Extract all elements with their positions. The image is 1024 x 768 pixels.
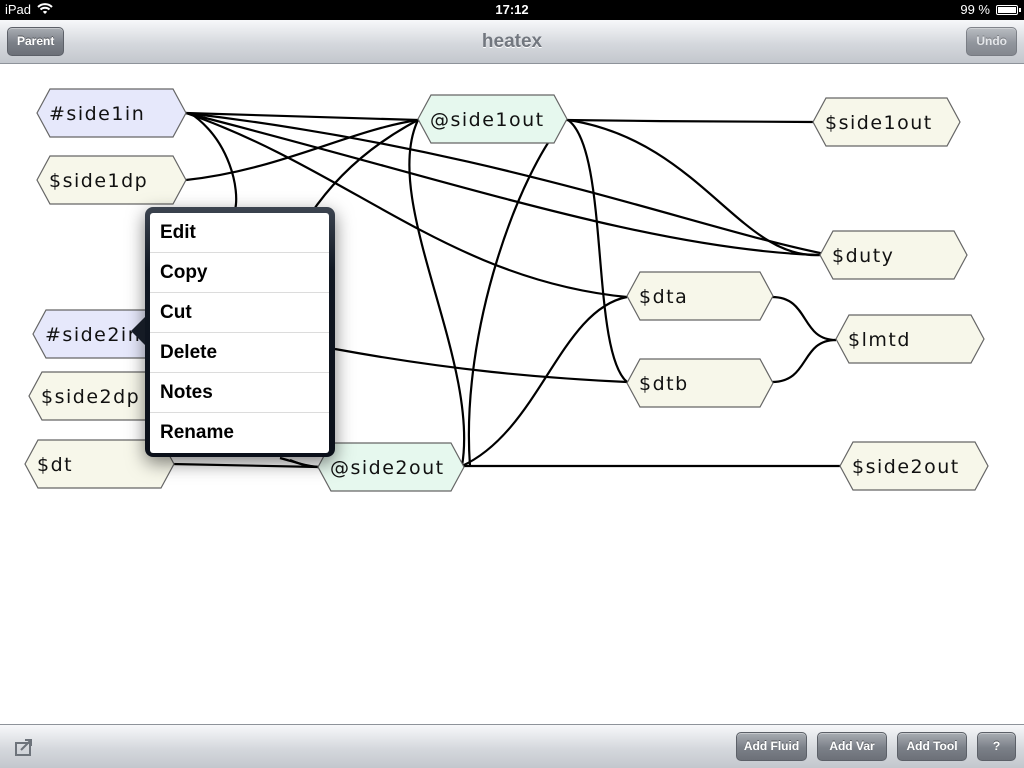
graph-node-side1in[interactable]: #side1in	[36, 88, 187, 138]
menu-item-rename[interactable]: Rename	[160, 422, 234, 443]
node-label: $dtb	[639, 373, 689, 395]
node-label: $side2out	[852, 456, 960, 478]
edge-dtb-lmtd	[771, 338, 837, 384]
edge-side1out-at-side2out-at-2	[467, 119, 566, 467]
graph-edges	[171, 111, 840, 469]
graph-svg: #side1in $side1dp #side2in $side2dp $dt @side…	[24, 88, 989, 492]
graph-node-side2in[interactable]: #side2in	[32, 309, 183, 359]
node-label: $side1out	[825, 112, 933, 134]
edge-side1in-duty	[185, 111, 821, 257]
edge-dt-side2out-at	[171, 462, 319, 469]
node-label: @side1out	[430, 109, 545, 131]
node-label: @side2out	[330, 457, 445, 479]
edge-side1out-at-duty	[567, 118, 821, 257]
graph-nodes: #side1in $side1dp #side2in $side2dp $dt @side…	[24, 88, 989, 492]
battery-fill	[998, 7, 1016, 13]
carrier-label: iPad	[5, 2, 32, 17]
node-label: $dta	[639, 286, 688, 308]
page-title: heatex	[481, 31, 543, 52]
graph-node-dtb[interactable]: $dtb	[626, 358, 774, 408]
graph-node-at-side2out[interactable]: @side2out	[317, 442, 465, 492]
graph-canvas[interactable]: #side1in $side1dp #side2in $side2dp $dt @side…	[0, 64, 1024, 724]
add-fluid-button[interactable]: Add Fluid	[736, 732, 807, 761]
context-menu: Edit Copy Cut Delete Notes Rename	[150, 213, 329, 453]
parent-button[interactable]: Parent	[7, 27, 65, 56]
node-label: $dt	[37, 454, 73, 476]
node-label: $lmtd	[848, 329, 911, 351]
undo-button[interactable]: Undo	[966, 27, 1017, 56]
node-shape	[626, 358, 774, 408]
node-label: $side2dp	[41, 386, 140, 408]
edge-side1out-at-dtb	[567, 119, 628, 383]
graph-node-dta[interactable]: $dta	[626, 271, 774, 321]
edge-side1dp-side1out-at	[185, 118, 419, 182]
bottom-toolbar: Add Fluid Add Var Add Tool ?	[0, 724, 1024, 768]
navigation-bar: heatex Parent Undo	[0, 20, 1024, 64]
graph-node-side1out[interactable]: $side1out	[812, 97, 961, 147]
edge-side1out-at-side2out-at	[408, 119, 466, 467]
graph-node-duty[interactable]: $duty	[819, 230, 968, 280]
menu-item-notes[interactable]: Notes	[150, 373, 329, 413]
wifi-icon	[37, 3, 53, 18]
node-shape	[36, 155, 187, 205]
graph-node-side1dp[interactable]: $side1dp	[36, 155, 187, 205]
edge-side2dp-side2out-at-b	[279, 456, 319, 469]
node-shape	[812, 97, 961, 147]
status-bar: iPad 17:12 99 %	[0, 0, 1024, 20]
graph-node-dt[interactable]: $dt	[24, 439, 175, 489]
edge-side1in-side1out-at	[185, 111, 419, 122]
clock: 17:12	[495, 2, 529, 17]
help-button[interactable]: ?	[977, 732, 1016, 761]
node-shape	[626, 271, 774, 321]
edge-side2out-at-dta	[461, 295, 628, 467]
edge-side1out-at-side1out	[564, 118, 814, 124]
graph-node-side2dp[interactable]: $side2dp	[28, 371, 179, 421]
edge-dta-lmtd	[771, 295, 837, 342]
node-shape	[36, 88, 187, 138]
edge-side2in-side1out-at	[309, 119, 419, 216]
popover-arrow	[131, 317, 145, 345]
edge-side1in-dta	[185, 111, 628, 299]
graph-node-at-side1out[interactable]: @side1out	[417, 94, 568, 144]
node-label: #side2in	[45, 324, 141, 346]
menu-item-edit[interactable]: Edit	[150, 213, 329, 253]
graph-node-lmtd[interactable]: $lmtd	[835, 314, 985, 364]
edge-side2in-dtb	[334, 347, 628, 384]
export-icon[interactable]	[14, 737, 36, 762]
node-shape	[835, 314, 985, 364]
battery-icon	[996, 5, 1021, 15]
graph-node-side2out[interactable]: $side2out	[839, 441, 989, 491]
node-label: $side1dp	[49, 170, 148, 192]
menu-item-delete[interactable]: Delete	[150, 333, 329, 373]
node-shape	[24, 439, 175, 489]
context-menu-popover: Edit Copy Cut Delete Notes Rename	[131, 207, 335, 457]
battery-percent: 99 %	[960, 2, 990, 17]
node-shape	[839, 441, 989, 491]
menu-item-copy[interactable]: Copy	[150, 253, 329, 293]
edge-side1in-side2out-at	[189, 112, 238, 211]
node-label: $duty	[832, 245, 894, 267]
menu-item-cut[interactable]: Cut	[150, 293, 329, 333]
node-label: #side1in	[49, 103, 145, 125]
add-var-button[interactable]: Add Var	[817, 732, 887, 761]
node-shape	[819, 230, 968, 280]
add-tool-button[interactable]: Add Tool	[897, 732, 967, 761]
node-shape	[417, 94, 568, 144]
